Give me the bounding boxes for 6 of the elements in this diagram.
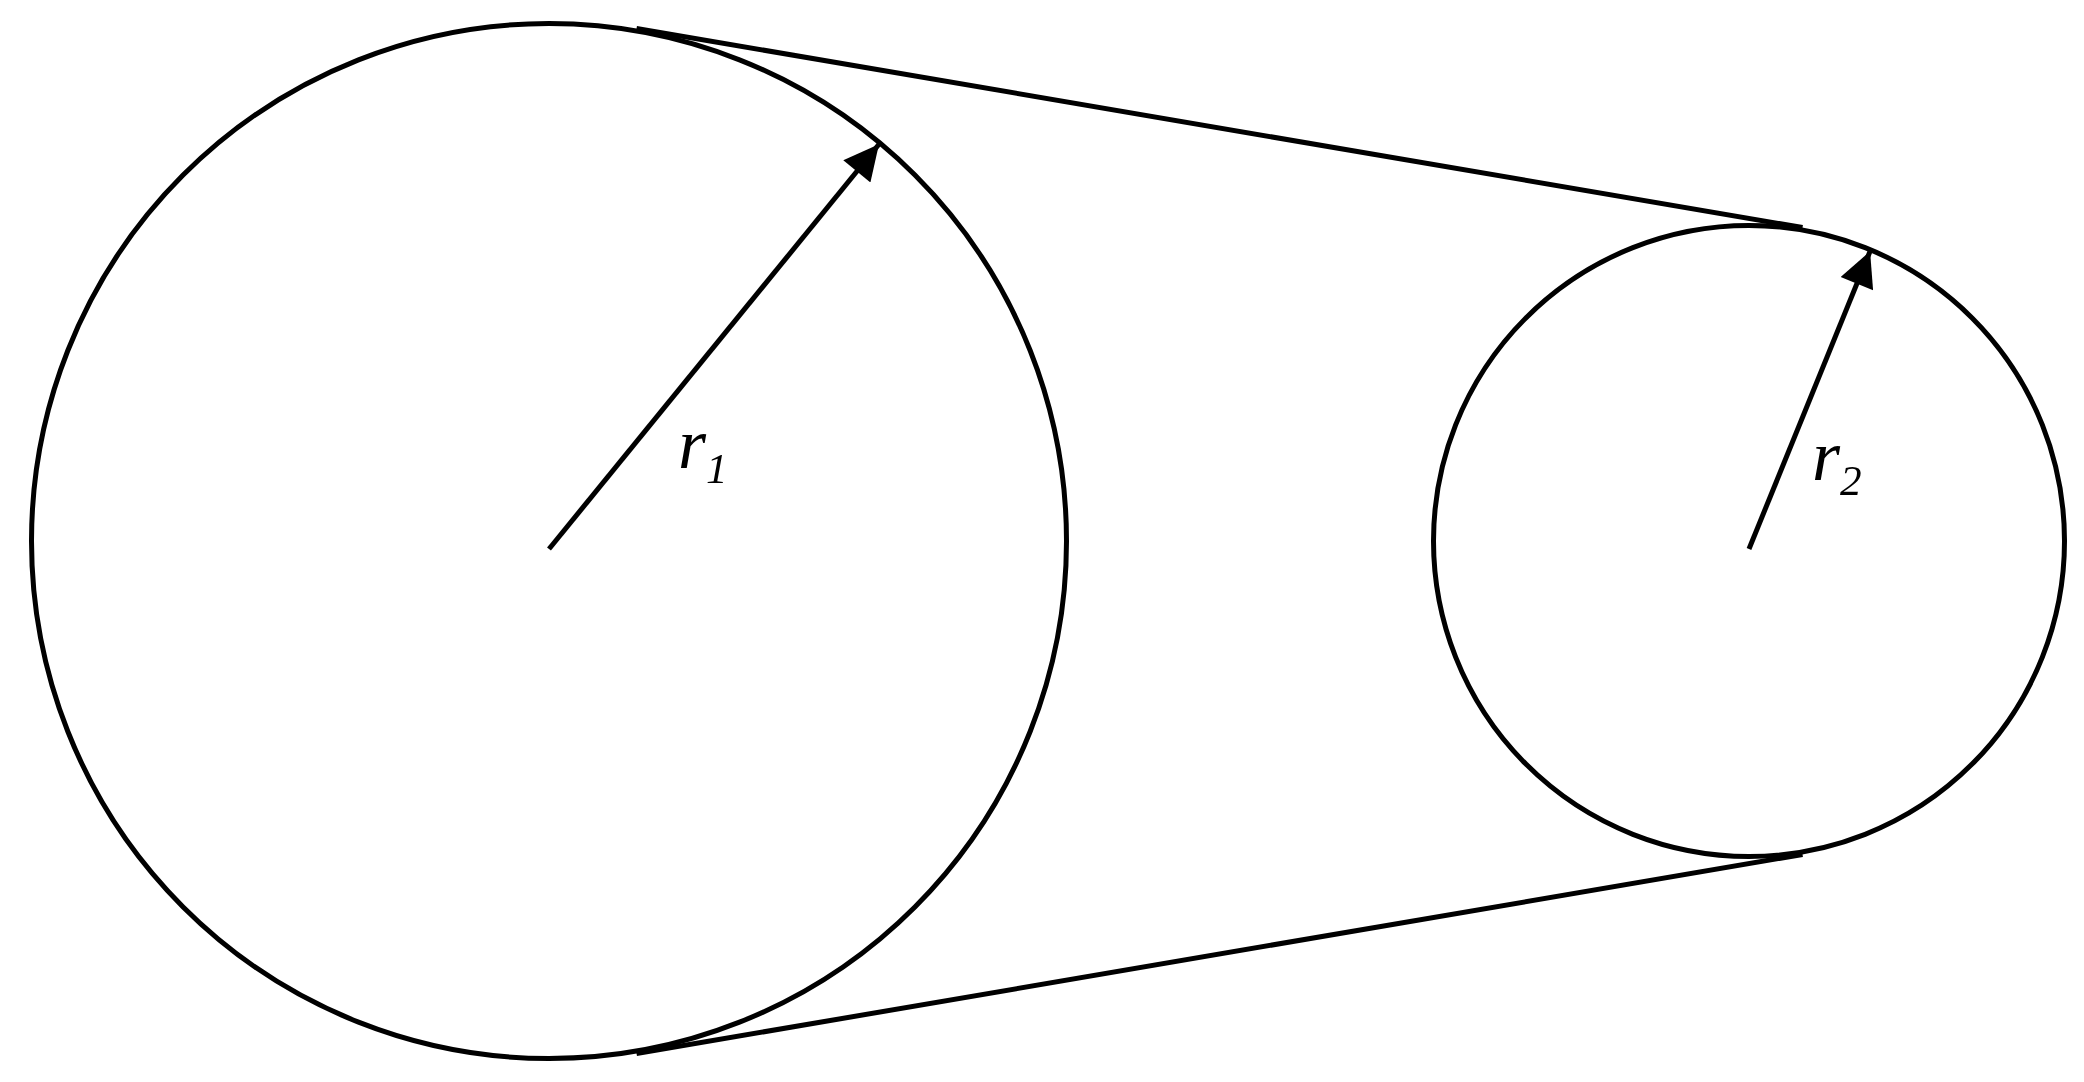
belt-line (636, 852, 1803, 1057)
radius-label: r$_{1}$ (678, 408, 728, 491)
pulley-circle (29, 21, 1069, 1061)
belt-line (636, 25, 1803, 230)
radius-label: r$_{2}$ (1812, 420, 1862, 503)
pulley-circle (1431, 223, 2067, 859)
